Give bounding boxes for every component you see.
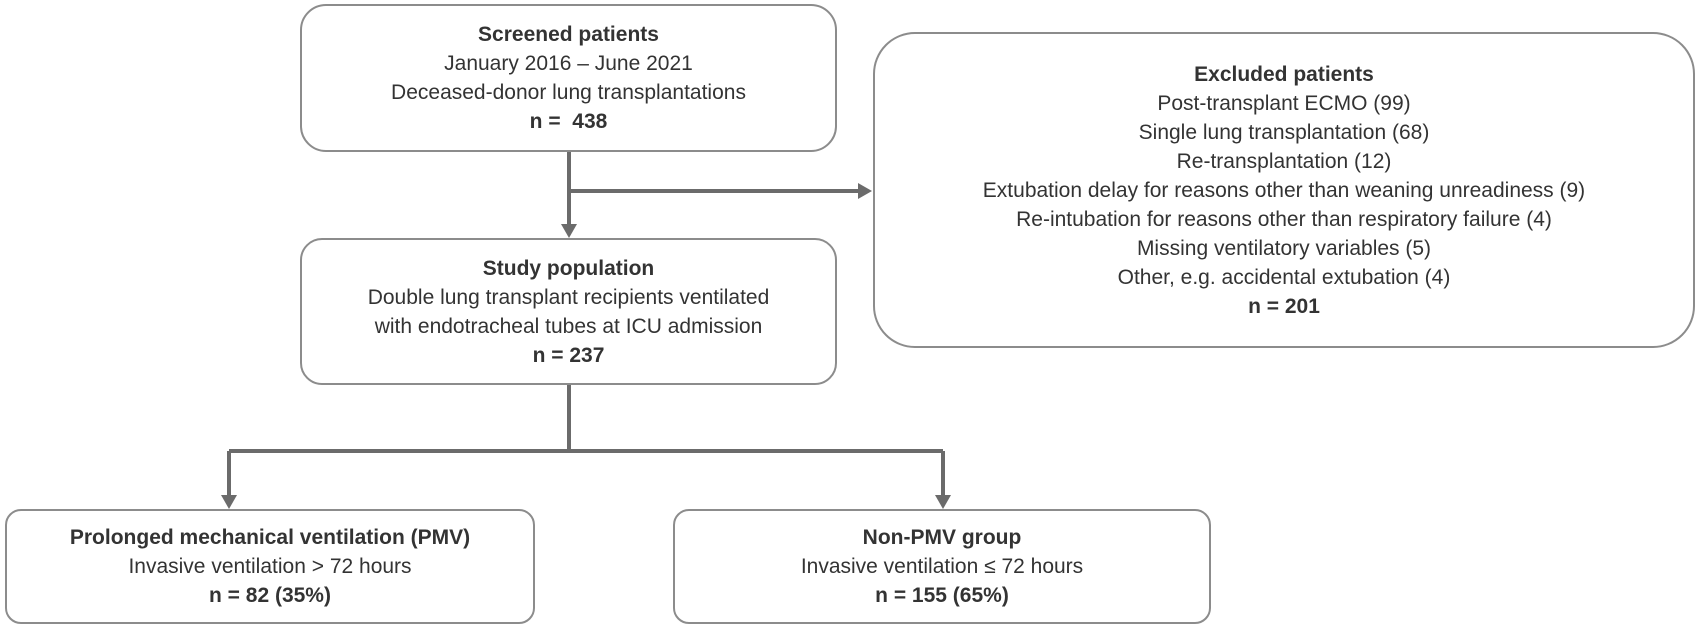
screened-count: n = 438	[529, 110, 608, 133]
pmv-line: Invasive ventilation > 72 hours	[128, 555, 412, 578]
nonpmv-count: n = 155 (65%)	[875, 584, 1009, 607]
excluded-count: n = 201	[1248, 294, 1320, 318]
excluded-reason: Re-transplantation (12)	[1176, 149, 1392, 173]
non-pmv-group-box: Non-PMV group Invasive ventilation ≤ 72 …	[673, 509, 1211, 624]
screened-patients-box: Screened patients January 2016 – June 20…	[300, 4, 837, 152]
arrowhead-study	[561, 224, 577, 238]
excluded-patients-box: Excluded patients Post-transplant ECMO (…	[873, 32, 1695, 348]
excluded-reason: Post-transplant ECMO (99)	[1157, 91, 1411, 115]
nonpmv-line: Invasive ventilation ≤ 72 hours	[800, 555, 1084, 578]
pmv-group-box: Prolonged mechanical ventilation (PMV) I…	[5, 509, 535, 624]
arrowhead-excluded	[858, 183, 872, 199]
arrowhead-nonpmv	[935, 495, 951, 509]
study-line: Double lung transplant recipients ventil…	[367, 285, 770, 309]
screened-title: Screened patients	[478, 23, 659, 46]
arrowhead-pmv	[221, 495, 237, 509]
excluded-reason: Missing ventilatory variables (5)	[1136, 236, 1432, 260]
study-line: with endotracheal tubes at ICU admission	[374, 314, 763, 338]
pmv-count: n = 82 (35%)	[209, 584, 331, 607]
screened-line: January 2016 – June 2021	[444, 52, 693, 75]
nonpmv-title: Non-PMV group	[862, 526, 1022, 549]
excluded-reason: Single lung transplantation (68)	[1138, 120, 1430, 144]
excluded-reason: Extubation delay for reasons other than …	[982, 178, 1586, 202]
excluded-reason: Other, e.g. accidental extubation (4)	[1117, 265, 1451, 289]
study-count: n = 237	[532, 343, 605, 367]
study-population-box: Study population Double lung transplant …	[300, 238, 837, 385]
study-title: Study population	[482, 256, 655, 280]
excluded-reason: Re-intubation for reasons other than res…	[1016, 207, 1552, 231]
excluded-title: Excluded patients	[1194, 62, 1374, 86]
pmv-title: Prolonged mechanical ventilation (PMV)	[69, 526, 471, 549]
screened-line: Deceased-donor lung transplantations	[391, 81, 746, 104]
